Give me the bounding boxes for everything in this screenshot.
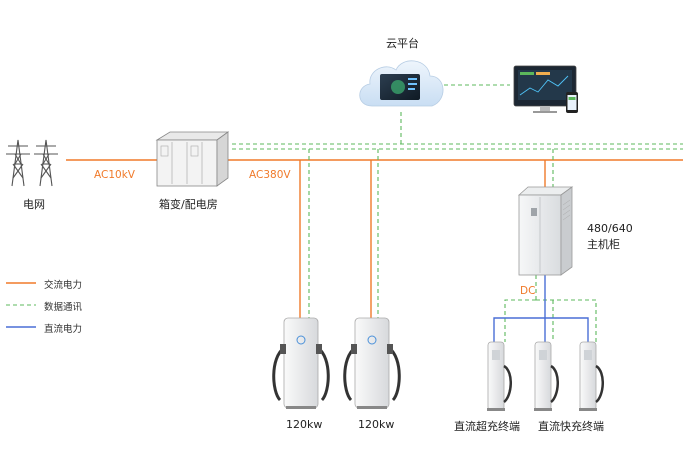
terminal-super-label: 直流超充终端 bbox=[454, 420, 520, 433]
main-cabinet-name-label: 主机柜 bbox=[587, 238, 620, 251]
charger-left-power-label: 120kw bbox=[286, 418, 323, 431]
phone-icon bbox=[566, 92, 578, 113]
data-branch-left bbox=[504, 299, 536, 342]
charger-icon bbox=[272, 317, 330, 409]
terminal-icon bbox=[579, 341, 604, 411]
charger-right-power-label: 120kw bbox=[358, 418, 395, 431]
ac-power-lines bbox=[66, 159, 683, 318]
dc-power-lines bbox=[493, 275, 589, 342]
cloud-icon bbox=[359, 60, 444, 107]
legend-swatches bbox=[6, 282, 36, 328]
substation-label: 箱变/配电房 bbox=[159, 198, 218, 211]
terminal-icon bbox=[487, 341, 512, 411]
substation-icon bbox=[155, 131, 230, 187]
main-cabinet-icon bbox=[517, 186, 574, 276]
grid-label: 电网 bbox=[23, 198, 45, 211]
terminal-fast-label: 直流快充终端 bbox=[538, 420, 604, 433]
legend-label-ac: 交流电力 bbox=[44, 280, 83, 291]
cloud-platform-label: 云平台 bbox=[386, 37, 419, 50]
data-comm-lines bbox=[232, 84, 683, 342]
dc-bus bbox=[493, 317, 589, 342]
monitor-icon bbox=[513, 65, 577, 113]
data-branch-right bbox=[536, 299, 597, 342]
charger-icon bbox=[343, 317, 401, 409]
legend-label-data: 数据通讯 bbox=[44, 302, 83, 313]
main-cabinet-power-label: 480/640 bbox=[587, 222, 633, 235]
terminal-icon bbox=[534, 341, 559, 411]
ac380v-label: AC380V bbox=[249, 169, 291, 181]
dc-label: DC bbox=[520, 285, 536, 297]
legend-label-dc: 直流电力 bbox=[44, 324, 83, 335]
ac10kv-label: AC10kV bbox=[94, 169, 135, 181]
power-tower-icon bbox=[6, 139, 58, 187]
